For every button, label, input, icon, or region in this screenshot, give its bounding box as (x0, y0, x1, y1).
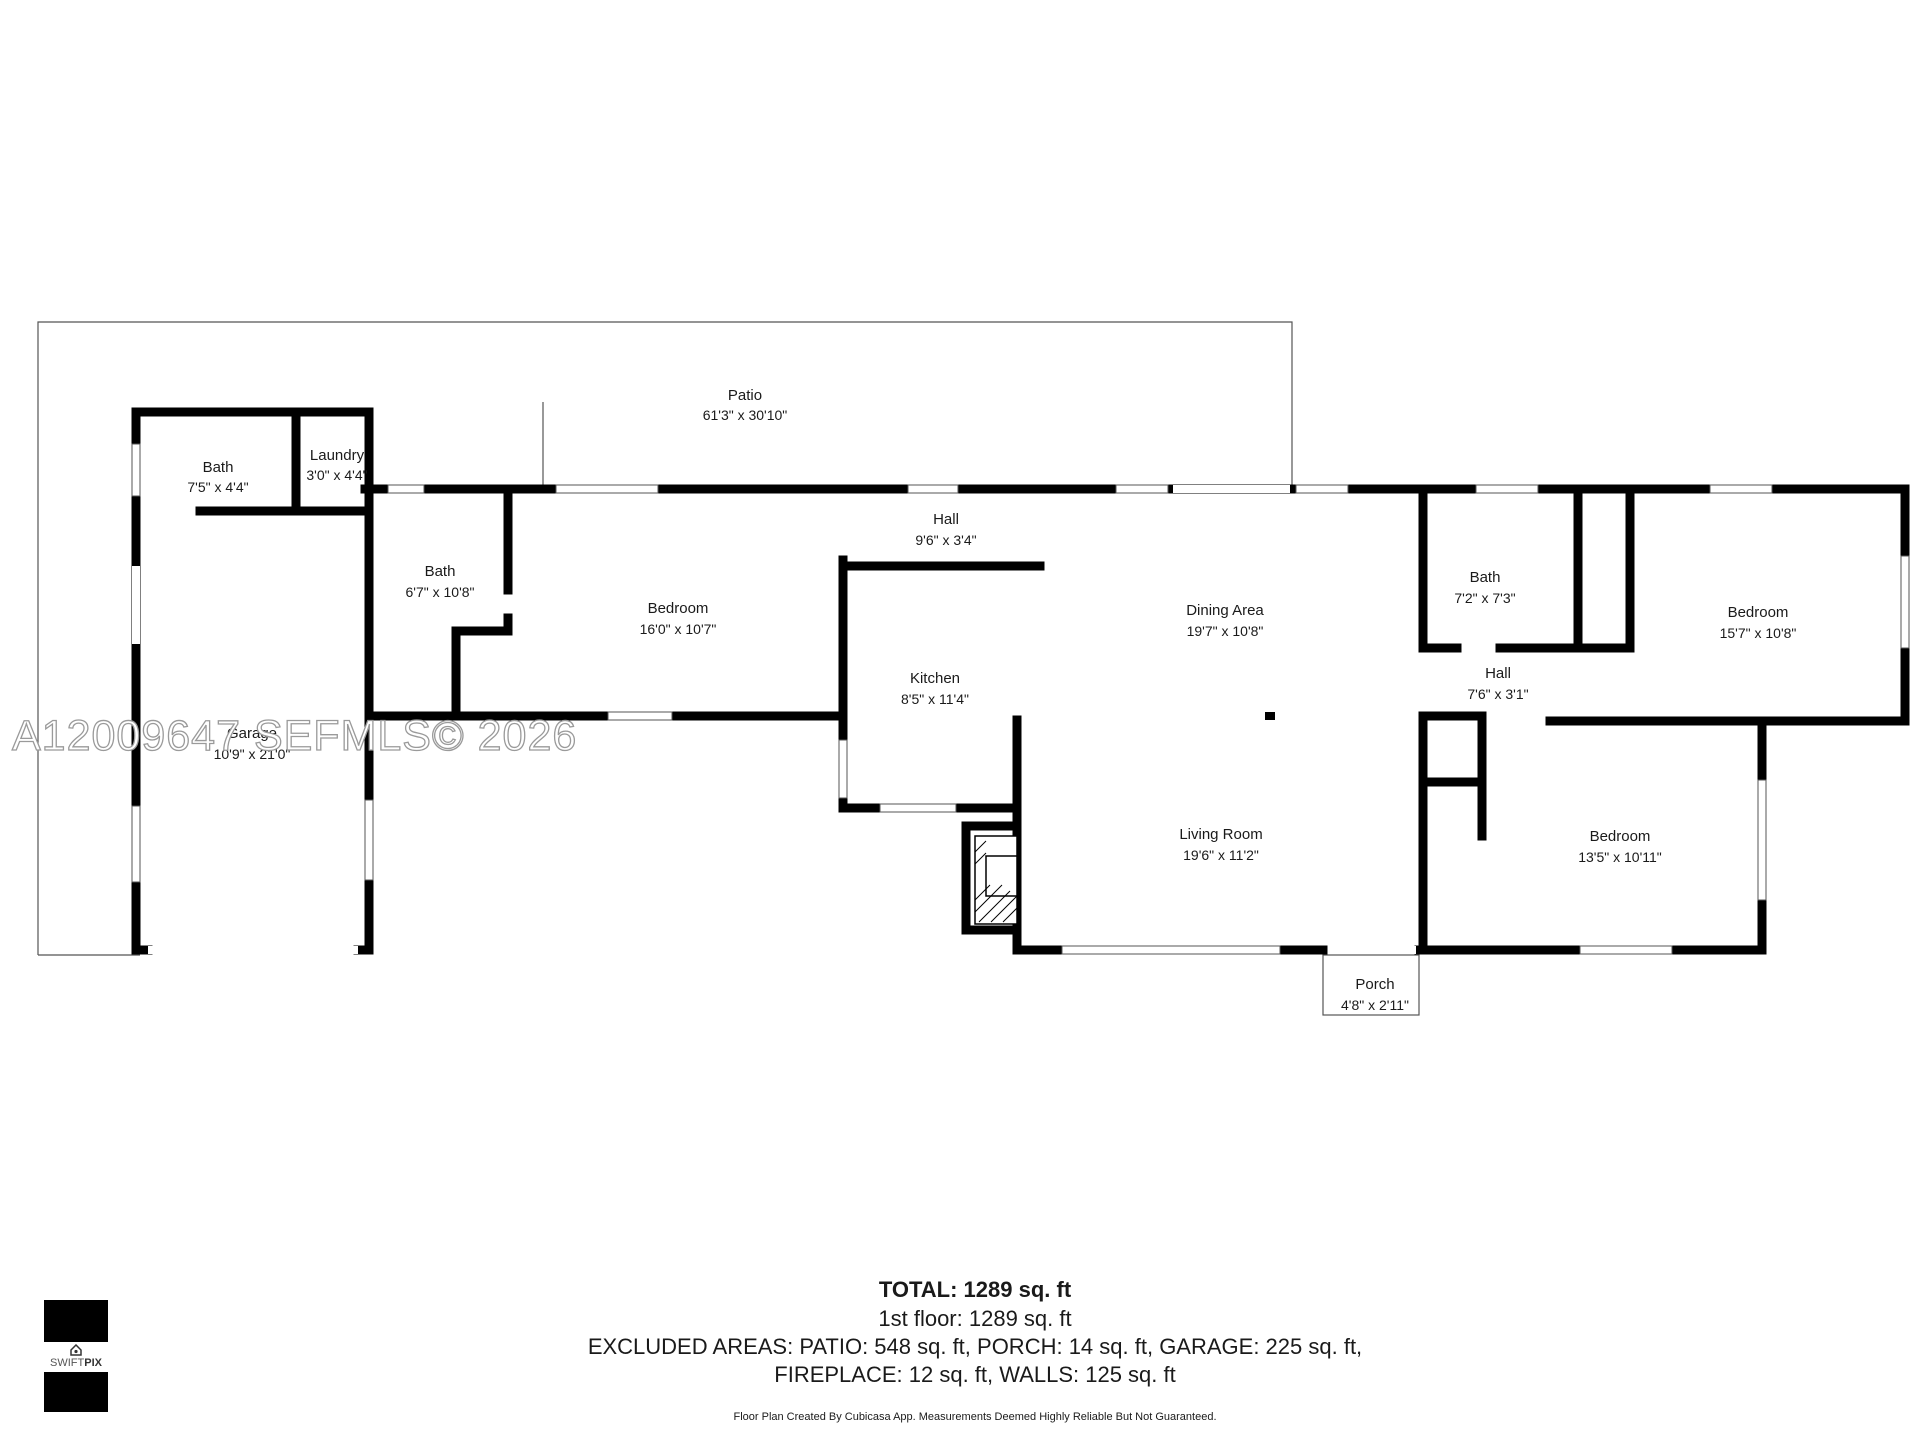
floor-area: 1st floor: 1289 sq. ft (400, 1306, 1550, 1332)
logo-suffix: PIX (84, 1357, 102, 1369)
excluded-areas-text-2: FIREPLACE: 12 sq. ft, WALLS: 125 sq. ft (774, 1362, 1176, 1387)
room-name-bedroom-1: Bedroom (648, 600, 709, 617)
disclaimer: Floor Plan Created By Cubicasa App. Meas… (733, 1411, 1217, 1423)
room-name-hall-top: Hall (933, 511, 959, 528)
total-area: TOTAL: 1289 sq. ft (400, 1277, 1550, 1303)
room-dims-garage: 10'9" x 21'0" (214, 746, 291, 762)
room-dims-patio: 61'3" x 30'10" (703, 407, 788, 423)
room-name-patio: Patio (728, 387, 762, 404)
room-dims-bedroom-1: 16'0" x 10'7" (640, 621, 717, 637)
total-area-text: TOTAL: 1289 sq. ft (878, 1277, 1072, 1302)
room-dims-bath-right: 7'2" x 7'3" (1454, 590, 1515, 606)
room-dims-dining: 19'7" x 10'8" (1187, 623, 1264, 639)
post-marker (1265, 712, 1275, 720)
floor-area-text: 1st floor: 1289 sq. ft (878, 1306, 1072, 1331)
swiftpix-logo: SWIFTPIX (44, 1300, 108, 1412)
windows (131, 443, 1910, 955)
logo-prefix: SWIFT (50, 1357, 85, 1369)
room-name-porch: Porch (1355, 976, 1394, 993)
room-name-living: Living Room (1179, 826, 1262, 843)
room-name-dining: Dining Area (1186, 602, 1264, 619)
room-dims-hall-top: 9'6" x 3'4" (915, 532, 976, 548)
logo-block-top (44, 1300, 108, 1342)
mls-watermark: A12009647 SEFMLS© 2026 (12, 712, 577, 760)
room-name-garage: Garage (227, 725, 277, 742)
room-name-bedroom-3: Bedroom (1590, 828, 1651, 845)
logo-block-bottom (44, 1372, 108, 1412)
room-dims-living: 19'6" x 11'2" (1183, 847, 1259, 863)
excluded-areas: EXCLUDED AREAS: PATIO: 548 sq. ft, PORCH… (400, 1334, 1550, 1360)
logo-wordmark: SWIFTPIX (44, 1357, 108, 1369)
house-icon (70, 1344, 82, 1356)
fireplace (974, 835, 1018, 925)
room-name-hall-right: Hall (1485, 665, 1511, 682)
patio-outline (37, 321, 1420, 1016)
excluded-areas-cont: FIREPLACE: 12 sq. ft, WALLS: 125 sq. ft (400, 1362, 1550, 1388)
room-dims-kitchen: 8'5" x 11'4" (901, 691, 969, 707)
room-name-kitchen: Kitchen (910, 670, 960, 687)
room-name-bath-mid: Bath (425, 563, 456, 580)
room-name-bath-right: Bath (1470, 569, 1501, 586)
room-name-bedroom-2: Bedroom (1728, 604, 1789, 621)
room-dims-bath-mid: 6'7" x 10'8" (406, 584, 475, 600)
room-dims-bedroom-2: 15'7" x 10'8" (1720, 625, 1797, 641)
room-name-bath-left: Bath (203, 459, 234, 476)
room-dims-bath-left: 7'5" x 4'4" (187, 479, 248, 495)
room-dims-laundry: 3'0" x 4'4" (306, 467, 367, 483)
room-labels: Patio 61'3" x 30'10" Bath 7'5" x 4'4" La… (187, 387, 1796, 1013)
room-dims-hall-right: 7'6" x 3'1" (1467, 686, 1528, 702)
room-dims-porch: 4'8" x 2'11" (1341, 997, 1409, 1013)
room-name-laundry: Laundry (310, 447, 365, 464)
excluded-areas-text: EXCLUDED AREAS: PATIO: 548 sq. ft, PORCH… (587, 1334, 1363, 1359)
room-dims-bedroom-3: 13'5" x 10'11" (1578, 849, 1662, 865)
